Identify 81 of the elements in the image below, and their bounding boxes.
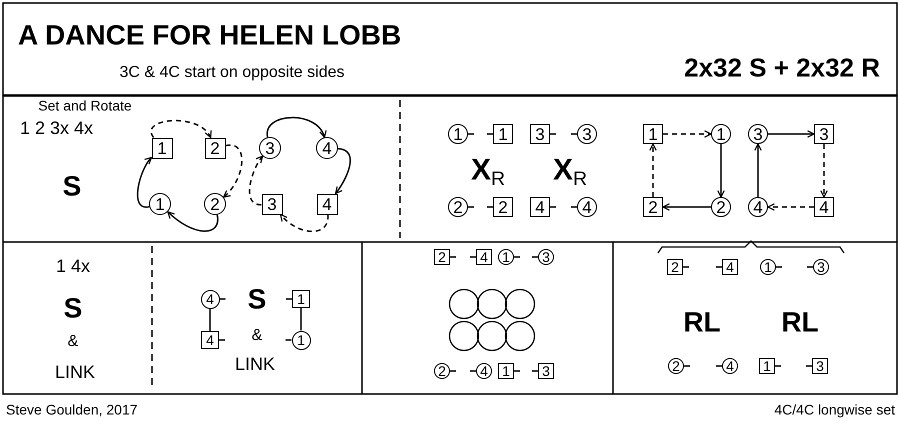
dancer-circle: 1 <box>292 330 310 350</box>
figure-symbol: S <box>64 294 82 324</box>
figure-symbol: X$_{R}$ <box>552 153 588 191</box>
dancer-circle: 4 <box>748 197 768 217</box>
arrow <box>820 144 828 198</box>
figure-symbol: X$_{R}$ <box>470 153 506 191</box>
arrow <box>248 156 264 206</box>
dancer-box: 4 <box>722 259 738 275</box>
figure-text: & <box>252 327 262 345</box>
subtitle: 3C & 4C start on opposite sides <box>120 64 344 82</box>
figure-text: LINK <box>234 355 276 375</box>
dancer-box: 4 <box>530 197 550 217</box>
arrow <box>335 148 351 194</box>
arrow <box>150 120 212 138</box>
dancer-circle: 3 <box>813 259 829 275</box>
dancer-box: 3 <box>538 363 554 379</box>
dancer-circle: 2 <box>668 358 684 374</box>
figure-symbol: S <box>62 172 82 202</box>
dancer-circle: 3 <box>538 249 554 265</box>
link-line <box>300 308 302 330</box>
arrow <box>754 143 762 197</box>
figure-symbol: RL <box>683 308 721 338</box>
dancer-box: 3 <box>262 194 282 214</box>
arrow <box>767 203 814 211</box>
dancer-box: 1 <box>292 290 310 308</box>
arrow <box>649 143 657 197</box>
figure-symbol: S <box>248 284 266 316</box>
dancer-box: 2 <box>204 138 226 158</box>
arrow <box>136 156 152 208</box>
dancer-circle: 1 <box>448 124 468 144</box>
dancer-circle: 2 <box>434 363 450 379</box>
arrow <box>662 203 711 211</box>
formation-text: 2x32 S + 2x32 R <box>684 54 880 82</box>
author-credit: Steve Goulden, 2017 <box>6 402 138 418</box>
dancer-circle: 3 <box>259 137 281 159</box>
arrow <box>266 116 326 138</box>
dancer-box: 1 <box>493 124 513 144</box>
figure-symbol: RL <box>781 308 819 338</box>
couple-numbers: 1 2 3x 4x <box>20 119 94 139</box>
dancer-circle: 4 <box>316 137 338 159</box>
dancer-box: 2 <box>434 249 450 265</box>
dancer-circle: 3 <box>577 124 597 144</box>
dancer-circle: 4 <box>200 290 220 308</box>
arrow <box>768 130 815 138</box>
link-line <box>209 308 211 331</box>
figure-heading: Set and Rotate <box>38 98 132 114</box>
dancer-circle: 1 <box>760 259 776 275</box>
dancer-box: 2 <box>493 197 513 217</box>
arrow <box>167 211 218 232</box>
arrow <box>717 144 725 198</box>
dancer-box: 2 <box>667 259 683 275</box>
arrow <box>280 214 329 232</box>
dancer-box: 3 <box>812 358 828 374</box>
dancer-circle: 1 <box>498 249 514 265</box>
dancer-circle: 3 <box>748 124 768 144</box>
dancer-box: 1 <box>759 358 775 374</box>
arrow <box>223 144 242 198</box>
dancer-box: 3 <box>814 124 834 144</box>
dancer-box: 1 <box>643 124 663 144</box>
dancer-box: 4 <box>814 197 834 217</box>
dancer-box: 4 <box>201 331 219 349</box>
set-format: 4C/4C longwise set <box>774 402 895 418</box>
dancer-circle: 1 <box>149 193 171 215</box>
dancer-circle: 1 <box>711 124 731 144</box>
dancer-box: 3 <box>530 124 550 144</box>
dancer-box: 1 <box>498 363 514 379</box>
dancer-circle: 2 <box>448 197 468 217</box>
dancer-circle: 4 <box>577 197 597 217</box>
figure-text: LINK <box>54 363 96 383</box>
arrow <box>663 130 712 138</box>
figure-text: & <box>68 333 78 351</box>
dancer-box: 4 <box>316 194 338 214</box>
dancer-circle: 4 <box>476 363 492 379</box>
dancer-box: 2 <box>643 197 663 217</box>
couple-numbers: 1 4x <box>56 257 90 277</box>
title: A DANCE FOR HELEN LOBB <box>18 20 402 52</box>
dancer-box: 1 <box>152 138 172 158</box>
dancer-box: 4 <box>476 249 492 265</box>
dancer-circle: 4 <box>722 358 738 374</box>
dancer-circle: 2 <box>204 193 226 215</box>
dancer-circle: 2 <box>711 197 731 217</box>
